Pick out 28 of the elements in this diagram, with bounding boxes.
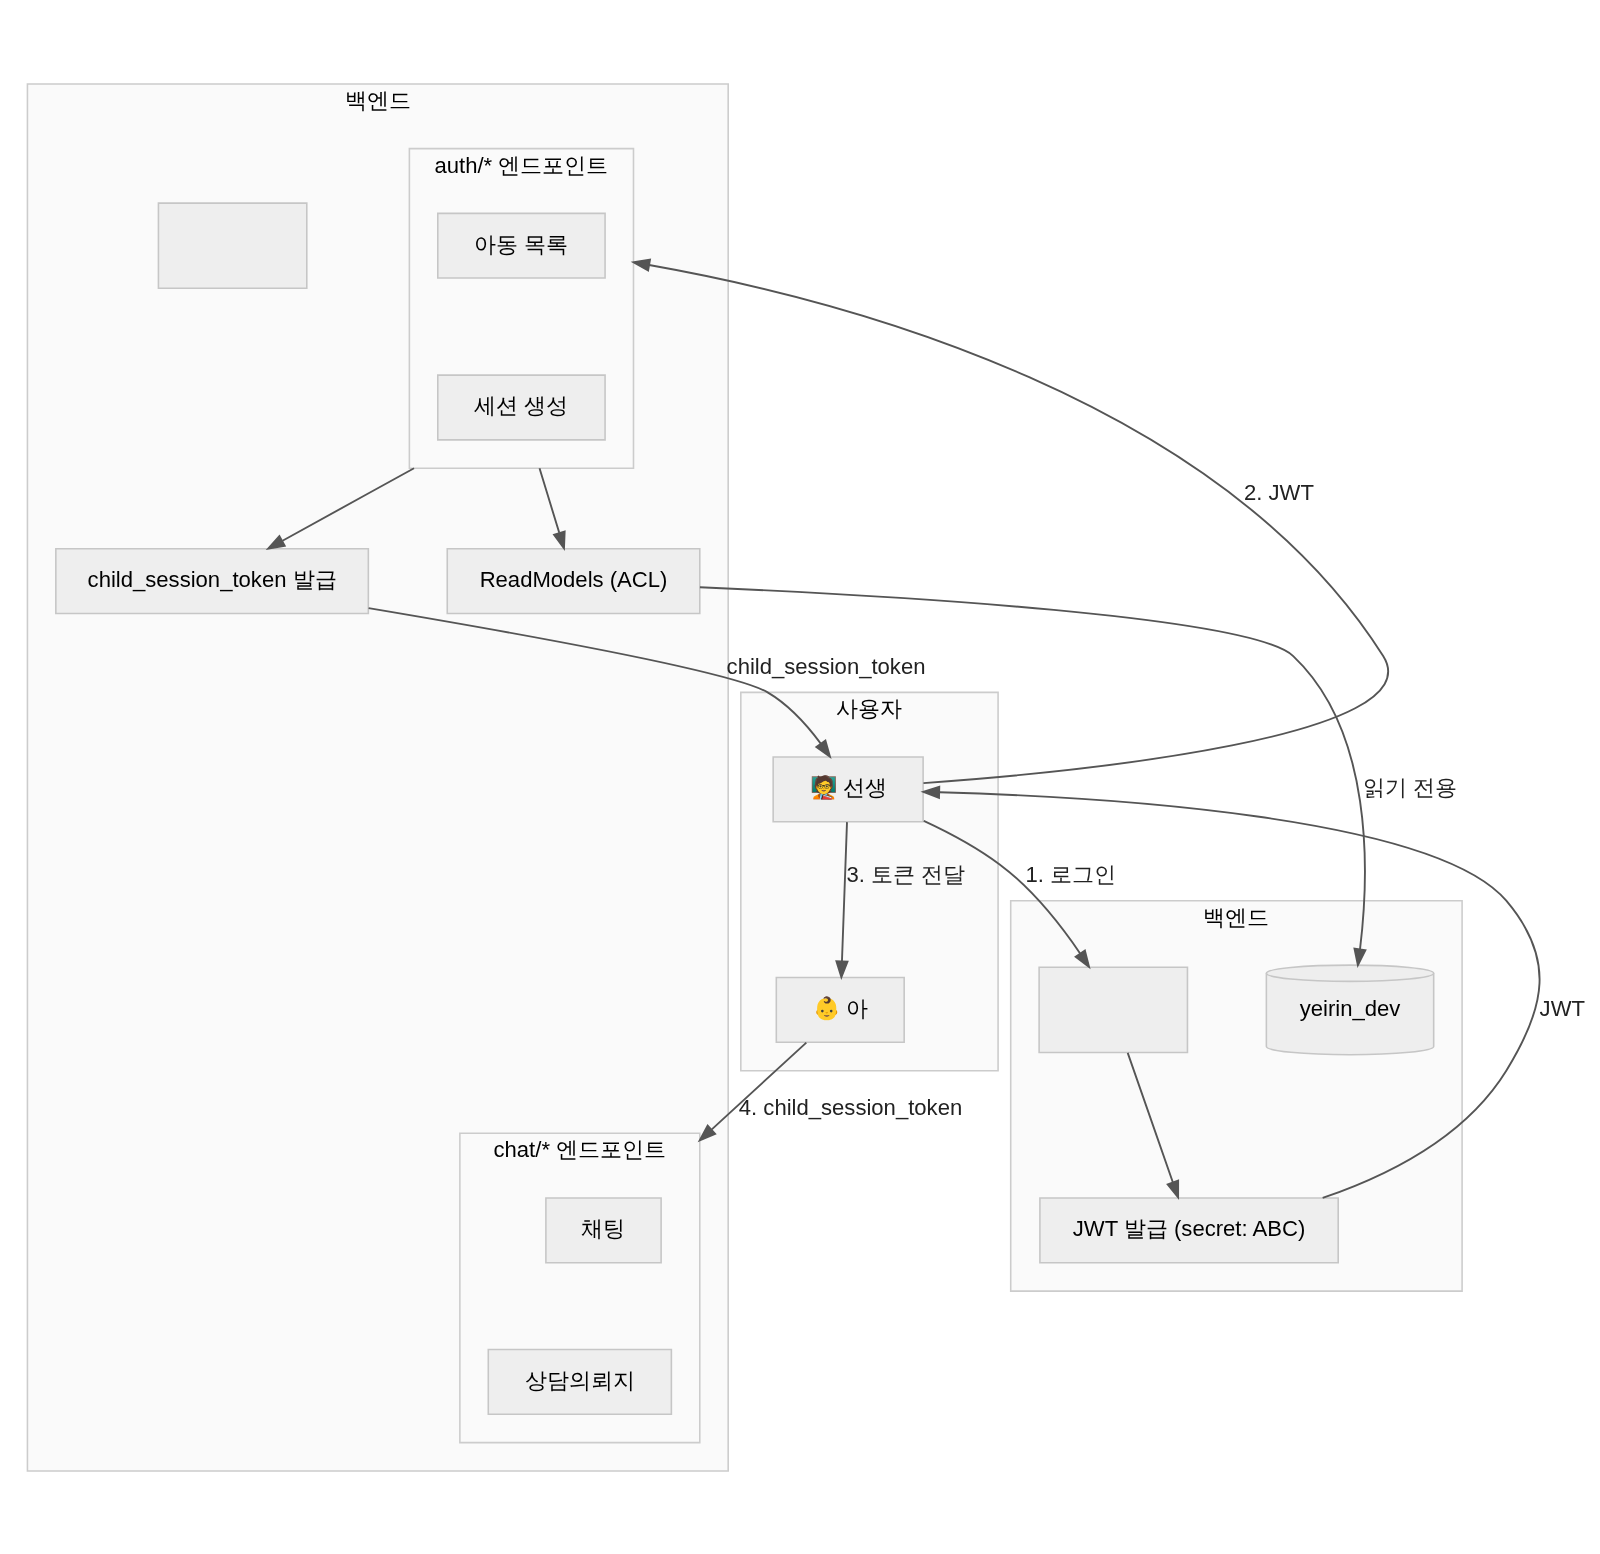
arrow: [922, 819, 1091, 969]
arrow: [538, 466, 566, 551]
node-box: 🧑‍🏫 선생: [772, 755, 924, 823]
edge-label: 2. JWT: [1244, 479, 1314, 505]
node-box: 아동 목록: [437, 212, 606, 279]
edge-label: 4. child_session_token: [738, 1094, 963, 1120]
arrow: [367, 606, 832, 759]
node-box: JWT 발급 (secret: ABC): [1039, 1196, 1339, 1263]
node-box: 👶 아: [775, 976, 905, 1043]
node-box: [157, 201, 308, 289]
node-box: 상담의뢰지: [487, 1348, 673, 1415]
node-box: ReadModels (ACL): [446, 547, 701, 614]
edge-label: JWT: [1539, 995, 1585, 1021]
node-box: 세션 생성: [437, 373, 606, 441]
arrow: [630, 257, 1389, 784]
edge-label: 1. 로그인: [1025, 861, 1116, 887]
node-box: child_session_token 발급: [55, 547, 370, 614]
edge-label: child_session_token: [726, 653, 926, 679]
node-box: 채팅: [545, 1196, 662, 1263]
node-box: [1038, 966, 1189, 1053]
arrow: [698, 585, 1367, 968]
arrow: [920, 784, 1541, 1199]
arrow: [1126, 1051, 1180, 1200]
arrow: [265, 466, 415, 550]
edge-label: 3. 토큰 전달: [846, 861, 966, 887]
arrow: [697, 1041, 808, 1142]
edge-label: 읽기 전용: [1362, 774, 1458, 800]
arrow: [835, 820, 849, 980]
